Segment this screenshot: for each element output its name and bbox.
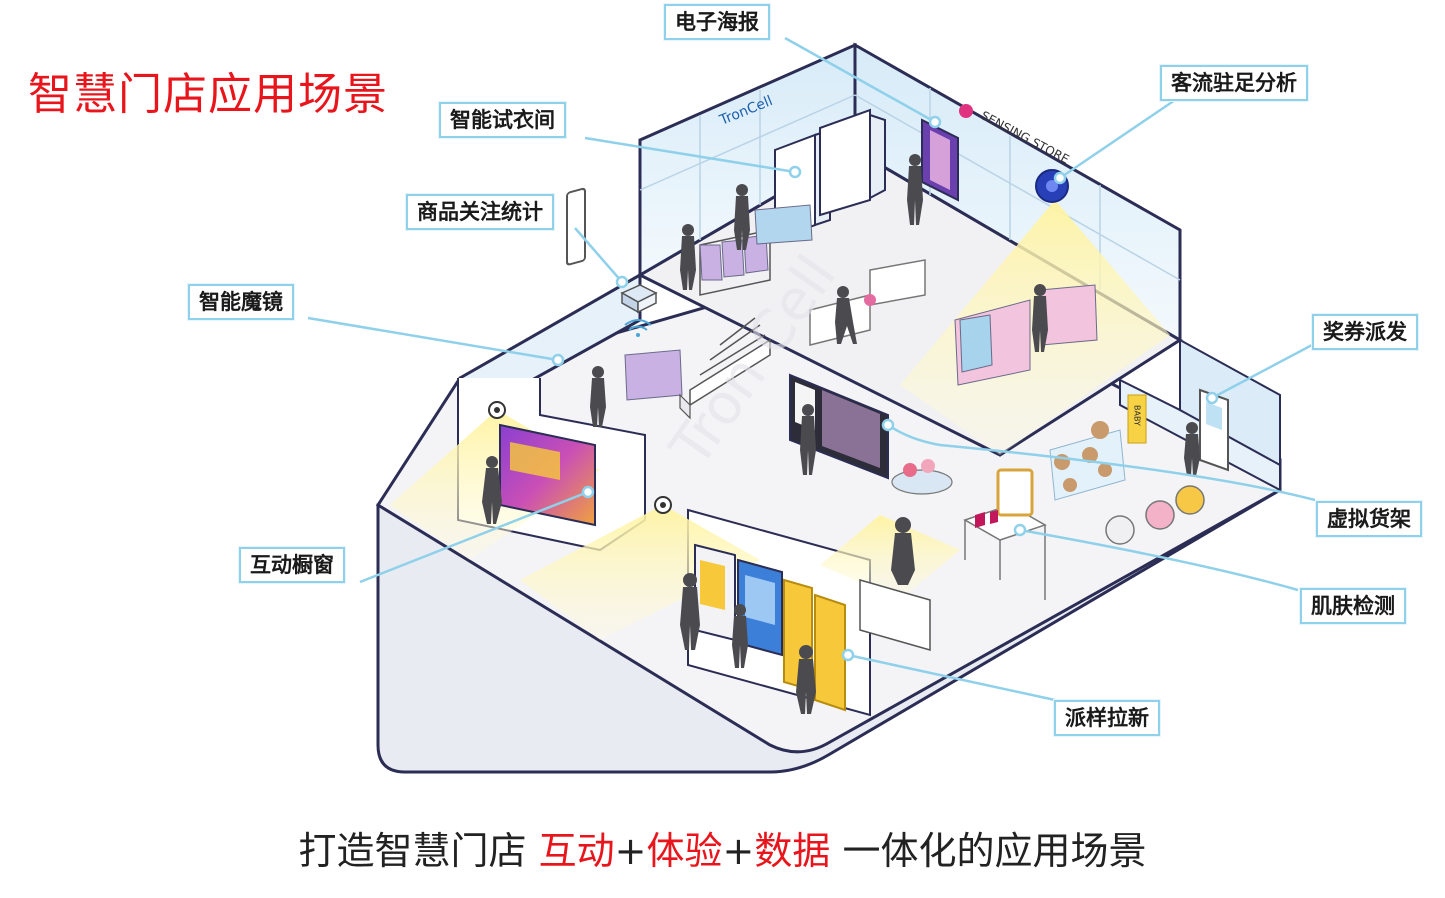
page-title: 智慧门店应用场景 <box>28 69 388 120</box>
sensor-box-icon <box>620 284 658 314</box>
tagline-suffix: 一体化的应用场景 <box>830 829 1147 873</box>
tagline-plus-1: + <box>614 829 647 873</box>
store-logo-icon <box>959 104 973 118</box>
wifi-signal-icon <box>624 319 652 337</box>
tagline-prefix: 打造智慧门店 <box>298 829 539 873</box>
store-illustration: TronCell SENSING STORE <box>307 36 1316 774</box>
smart-mirror-device <box>566 187 586 266</box>
callout-skin-test: 肌肤检测 <box>1300 588 1406 624</box>
callout-leader-lines <box>307 36 1316 702</box>
callout-interactive-window: 互动橱窗 <box>239 547 345 583</box>
skin-test-station <box>963 468 1047 600</box>
callout-smart-fitting-room: 智能试衣间 <box>439 102 566 138</box>
baby-zone: BABY <box>1049 394 1205 545</box>
interactive-window-screen <box>499 423 596 527</box>
staircase <box>679 317 771 420</box>
clothing-rack-icon <box>624 204 1098 401</box>
callout-e-poster: 电子海报 <box>664 4 770 40</box>
callout-smart-mirror: 智能魔镜 <box>188 284 294 320</box>
callout-product-attention: 商品关注统计 <box>406 194 554 230</box>
display-stand <box>891 459 953 495</box>
callout-traffic-analysis: 客流驻足分析 <box>1160 65 1308 101</box>
tagline-word-experience: 体验 <box>646 829 723 873</box>
coupon-kiosk <box>1199 388 1229 472</box>
shopper-silhouette-icon <box>482 154 1200 714</box>
tagline-plus-2: + <box>722 829 755 873</box>
tagline-word-data: 数据 <box>754 829 831 873</box>
fitting-rooms <box>774 108 886 242</box>
baby-sign: BABY <box>1133 405 1142 426</box>
callout-virtual-shelf: 虚拟货架 <box>1316 501 1422 537</box>
tagline-word-interaction: 互动 <box>538 829 615 873</box>
callout-coupon: 奖券派发 <box>1312 314 1418 350</box>
camera-dome-icon <box>488 401 672 514</box>
e-poster-screen <box>921 118 959 202</box>
callout-sample-dispense: 派样拉新 <box>1054 700 1160 736</box>
tagline: 打造智慧门店 互动+体验+数据 一体化的应用场景 <box>0 820 1445 875</box>
